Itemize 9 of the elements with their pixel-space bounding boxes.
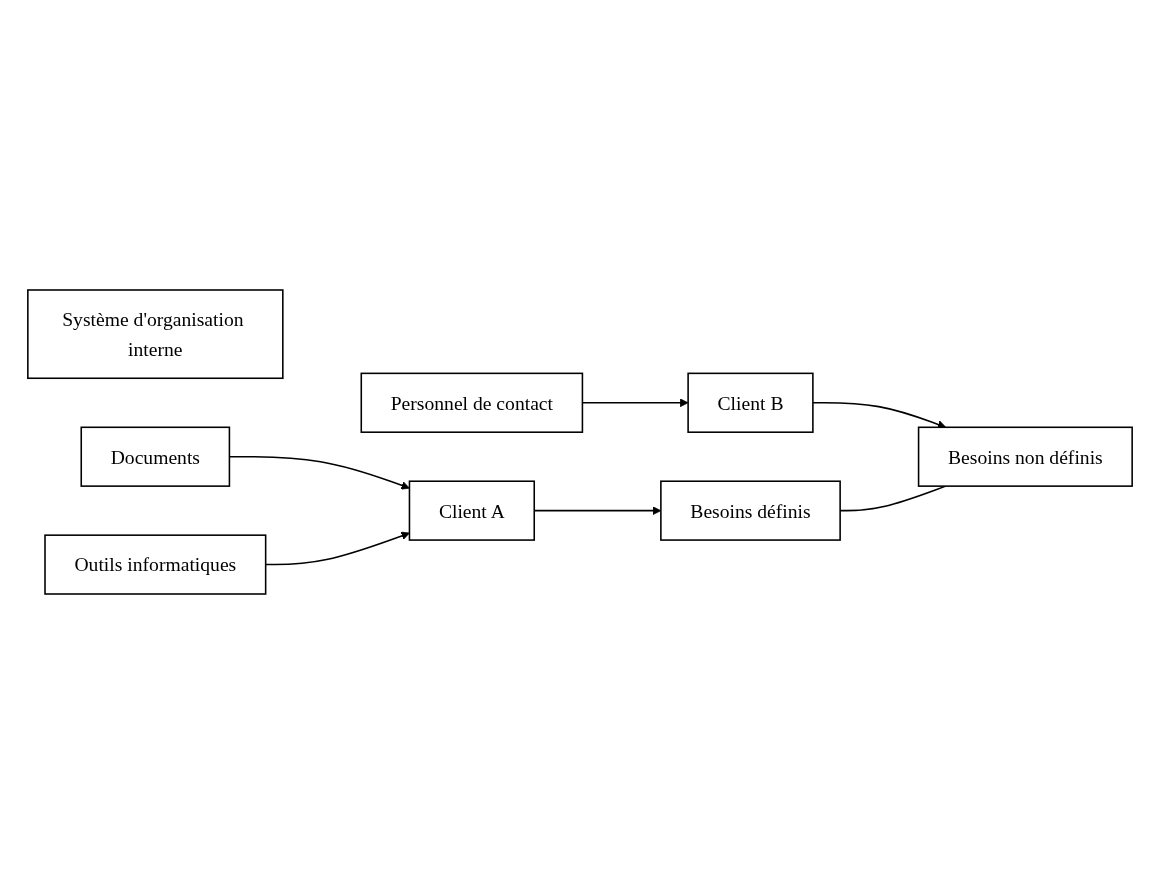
node-box: Personnel de contact — [360, 372, 583, 433]
arrow — [581, 398, 688, 408]
node-box: Outils informatiques — [43, 534, 266, 595]
node-box: Besoins définis — [659, 480, 841, 541]
node-box: Client A — [408, 480, 535, 541]
node-box: Système d'organisation interne — [26, 289, 284, 380]
node-box: Documents — [79, 426, 230, 487]
node-box: Client B — [686, 372, 814, 433]
node-box: Besoins non définis — [917, 426, 1133, 487]
